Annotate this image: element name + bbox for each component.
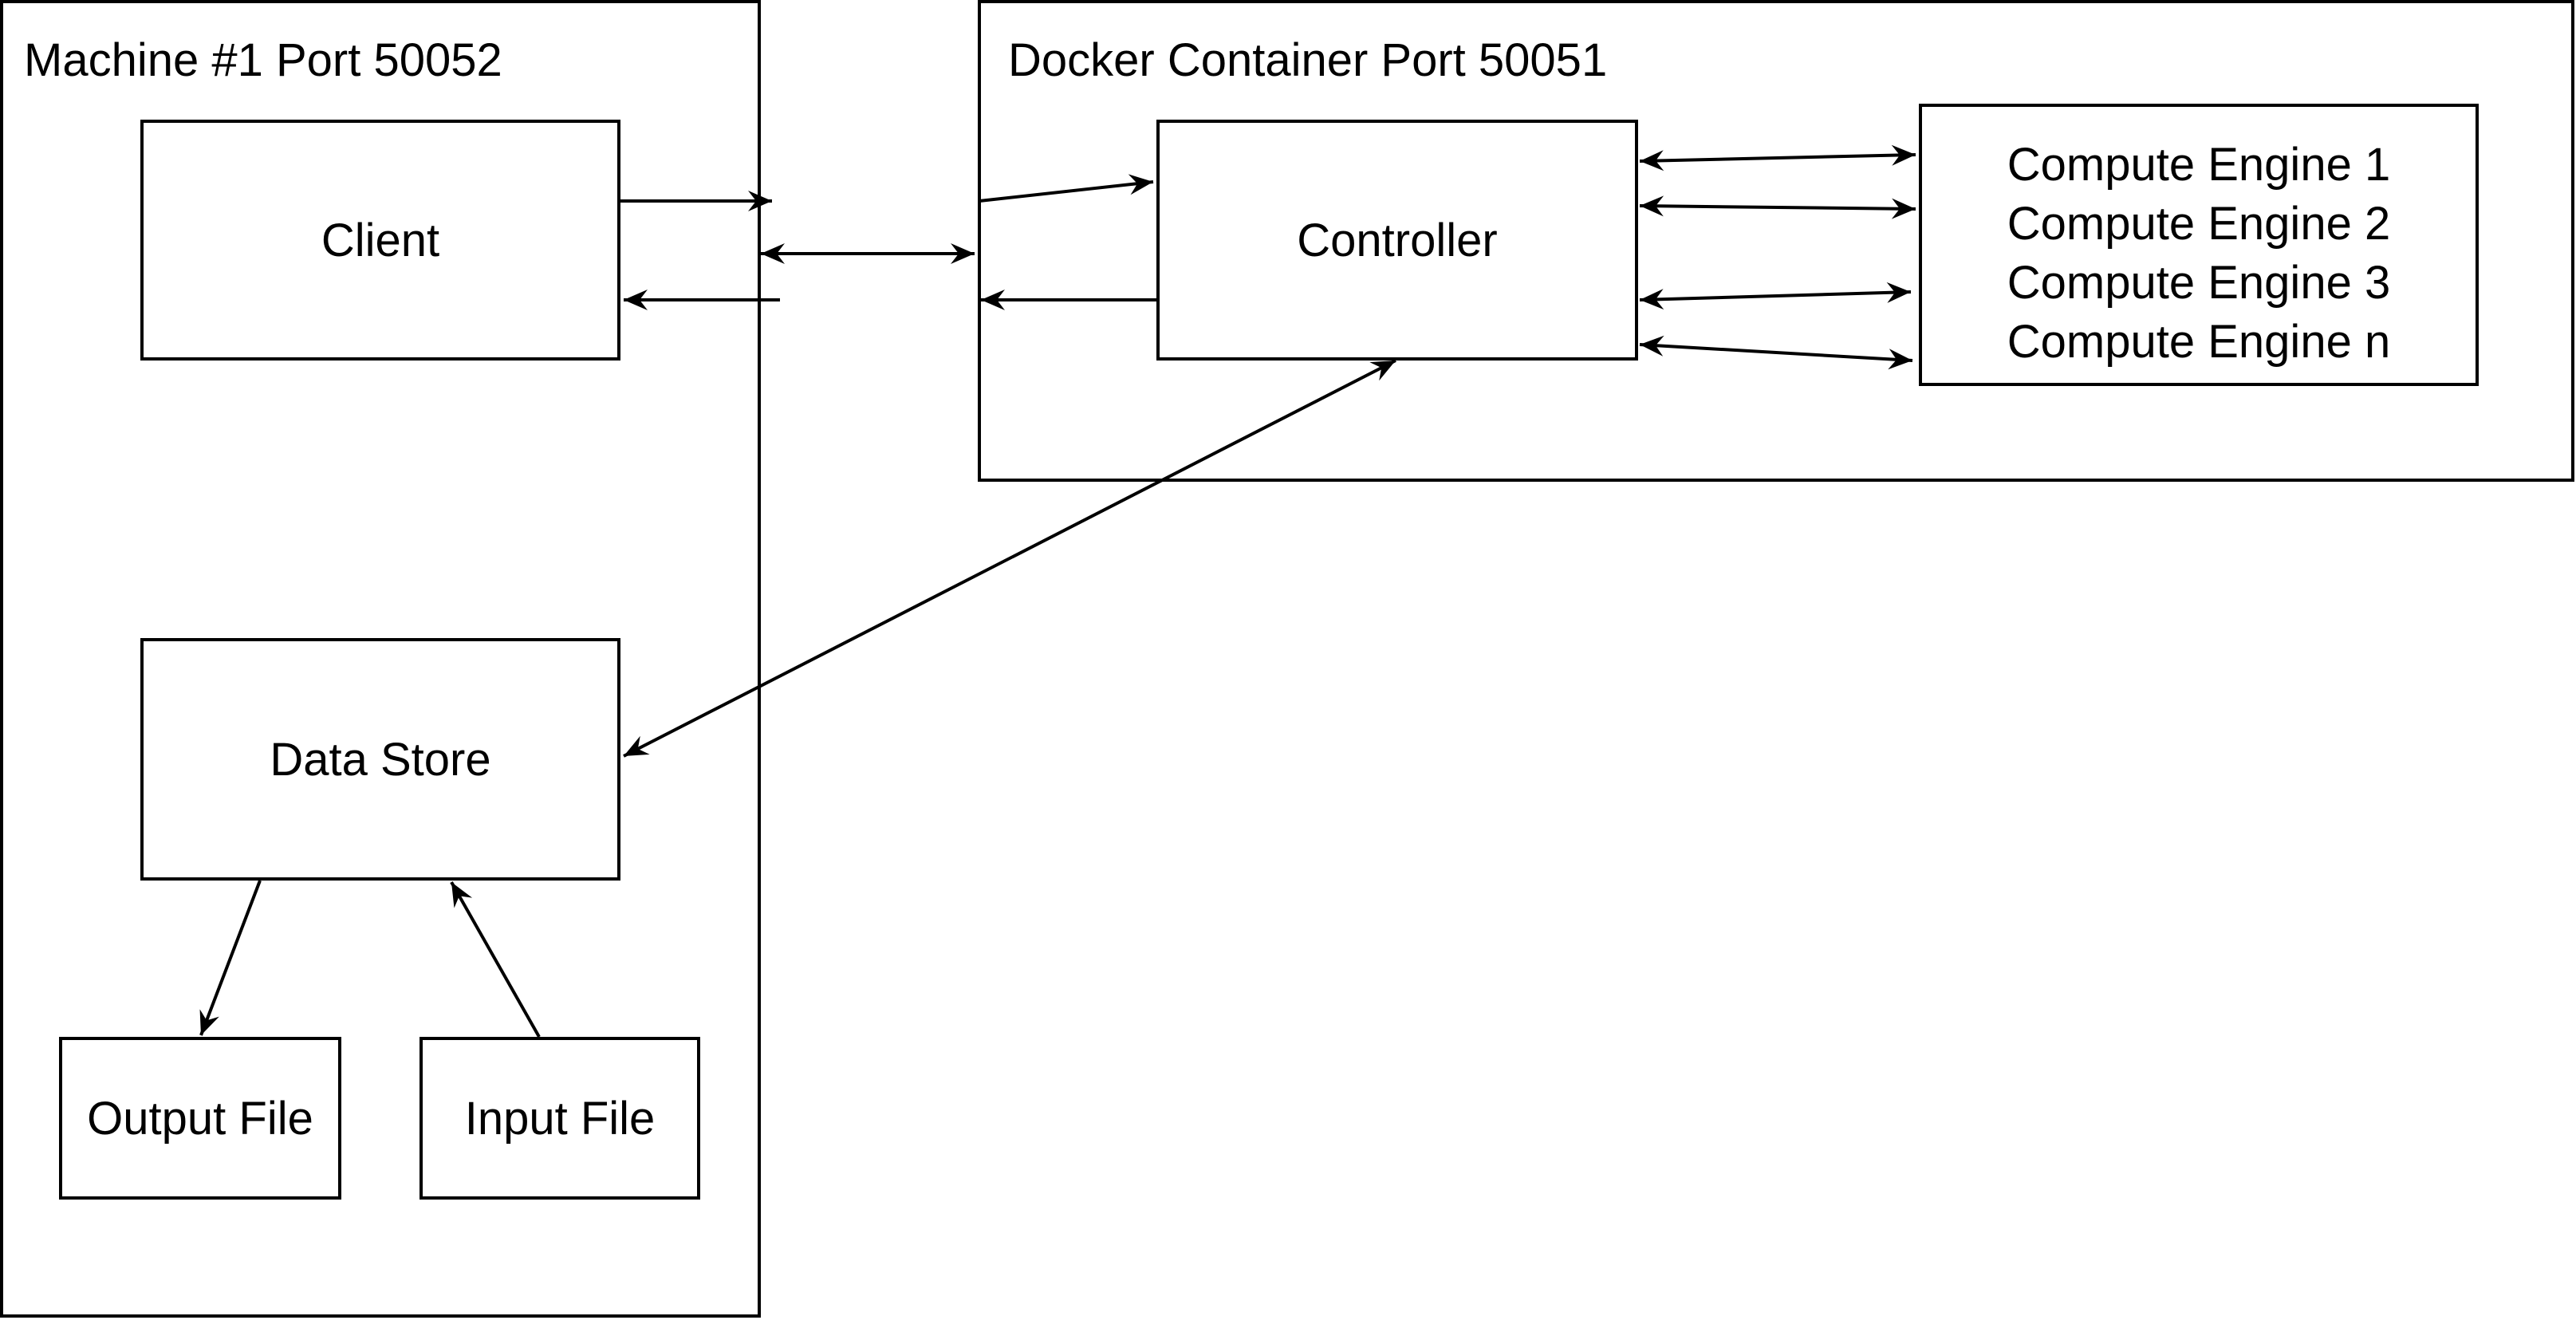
- docker-title: Docker Container Port 50051: [1008, 34, 1608, 86]
- engine-link-3-head-end: [1886, 282, 1911, 303]
- engine-link-3: [1639, 290, 1912, 301]
- controller-datastore-link-head-start: [1369, 361, 1396, 381]
- controller-datastore-link: [623, 359, 1396, 758]
- datastore-output-arrow: [199, 880, 262, 1036]
- engine-link-1-head-start: [1640, 150, 1664, 171]
- output-file-label: Output File: [87, 1092, 313, 1145]
- engine-link-4-head-end: [1888, 349, 1912, 370]
- compute-engine-item: Compute Engine 1: [2007, 139, 2391, 191]
- input-file-label: Input File: [464, 1092, 656, 1145]
- machine-title: Machine #1 Port 50052: [24, 34, 502, 86]
- engine-link-3-head-start: [1640, 289, 1664, 310]
- controller-out-arrow-head-end: [981, 290, 1005, 310]
- controller-node: Controller: [1156, 120, 1638, 361]
- controller-in-arrow: [979, 180, 1154, 203]
- engine-link-2: [1639, 204, 1916, 211]
- engine-link-4-head-start: [1640, 335, 1664, 357]
- controller-datastore-link-head-end: [624, 735, 650, 756]
- engine-link-1: [1639, 153, 1916, 163]
- data-store-node: Data Store: [140, 638, 620, 881]
- client-out-arrow-head-end: [748, 191, 772, 211]
- compute-engine-item: Compute Engine 2: [2007, 198, 2391, 250]
- input-datastore-arrow-head-end: [451, 882, 473, 908]
- engine-link-2-head-start: [1640, 195, 1664, 217]
- engine-link-1-head-end: [1891, 144, 1916, 166]
- client-label: Client: [321, 214, 440, 266]
- input-file-node: Input File: [419, 1037, 700, 1200]
- controller-in-arrow-head-end: [1128, 174, 1153, 195]
- machine-docker-link-head-start: [761, 243, 785, 264]
- data-store-label: Data Store: [270, 733, 491, 786]
- client-node: Client: [140, 120, 620, 361]
- datastore-output-arrow-head-end: [199, 1009, 219, 1035]
- controller-label: Controller: [1297, 214, 1498, 266]
- output-file-node: Output File: [59, 1037, 341, 1200]
- engine-link-2-head-end: [1891, 198, 1916, 219]
- input-datastore-arrow: [450, 881, 541, 1038]
- compute-engine-item: Compute Engine 3: [2007, 257, 2391, 309]
- compute-engine-item: Compute Engine n: [2007, 316, 2391, 368]
- machine-docker-link-head-end: [951, 243, 975, 264]
- compute-engines-node: Compute Engine 1 Compute Engine 2 Comput…: [1919, 104, 2479, 386]
- engine-link-4: [1639, 343, 1913, 362]
- client-in-arrow-head-end: [624, 290, 648, 310]
- compute-engine-list: Compute Engine 1 Compute Engine 2 Comput…: [1922, 136, 2476, 372]
